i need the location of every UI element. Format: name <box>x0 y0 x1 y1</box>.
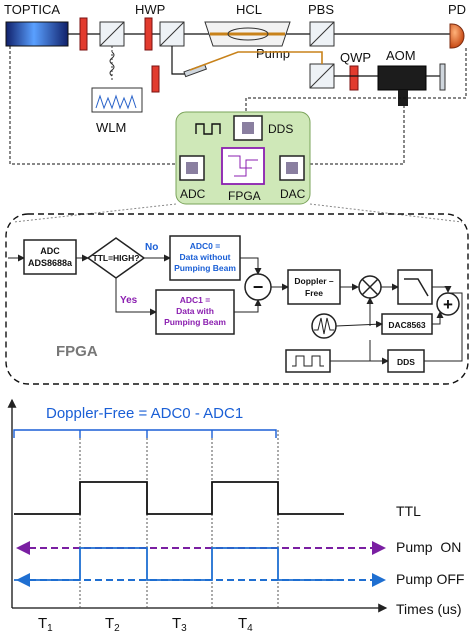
lowpass-filter-icon <box>397 269 433 305</box>
times-label: Times (us) <box>396 601 462 617</box>
adc1-line3: Pumping Beam <box>164 317 226 327</box>
dds-chip-icon <box>233 115 263 141</box>
adc0-line2: Data without <box>180 252 231 262</box>
timing-diagram: Doppler-Free = ADC0 - ADC1 TTL Pump ON P… <box>7 398 464 634</box>
laser-icon <box>5 21 69 47</box>
pbs-icon <box>309 21 335 47</box>
fpga-board: DDS ADC FPGA DAC <box>175 111 311 205</box>
qwp-icon <box>349 65 359 91</box>
waveplate-icon <box>79 17 88 51</box>
adc-block <box>23 239 77 275</box>
beamsplitter-icon <box>159 21 185 47</box>
period-label: T1 <box>38 615 53 634</box>
board-dds-label: DDS <box>268 122 293 136</box>
adc0-line3: Pumping Beam <box>174 263 236 273</box>
adc1-line1: ADC1 = <box>180 295 211 305</box>
adc0-block <box>169 235 241 281</box>
yes-label: Yes <box>120 295 138 306</box>
sum-sign: + <box>443 295 453 314</box>
doppler-line2: Free <box>305 288 323 298</box>
beamsplitter-icon <box>99 21 125 47</box>
oscillator-icon <box>311 313 337 339</box>
square-wave-icon <box>195 123 221 135</box>
board-adc-label: ADC <box>180 187 206 201</box>
aom-label: AOM <box>386 48 416 63</box>
period-label: T2 <box>105 615 120 634</box>
pump-label: Pump <box>256 46 290 61</box>
wlm-icon <box>91 87 143 113</box>
adc-chip-icon <box>179 155 205 181</box>
pump-on-label: Pump ON <box>396 539 461 555</box>
board-dac-label: DAC <box>280 187 306 201</box>
period-label: T4 <box>238 615 253 634</box>
laser-label: TOPTICA <box>4 2 60 17</box>
pd-icon <box>449 23 465 49</box>
dac8563-label: DAC8563 <box>388 320 426 330</box>
hcl-label: HCL <box>236 2 262 17</box>
hwp-icon <box>144 17 153 51</box>
pulse-source-icon <box>285 349 331 373</box>
adc0-line1: ADC0 = <box>190 241 221 251</box>
no-label: No <box>145 242 158 253</box>
adc1-block <box>155 289 235 335</box>
mirror-icon <box>439 63 446 91</box>
ttl-label: TTL <box>396 503 421 519</box>
dac-chip-icon <box>279 155 305 181</box>
qwp-label: QWP <box>340 50 371 65</box>
adc-block-line1: ADC <box>40 246 60 256</box>
adc-block-line2: ADS8688a <box>28 258 73 268</box>
fpga-chip-icon <box>221 147 265 185</box>
optical-setup: TOPTICA HWP PBS <box>4 2 467 165</box>
decision-text: TTL=HIGH? <box>93 253 140 263</box>
hwp2-icon <box>151 65 160 93</box>
pbs2-icon <box>309 63 335 89</box>
doppler-line1: Doppler – <box>294 276 333 286</box>
formula-bracket <box>13 429 277 438</box>
board-fpga-label: FPGA <box>228 189 261 203</box>
subtract-sign: − <box>253 277 264 297</box>
wlm-label: WLM <box>96 120 126 135</box>
ttl-waveform <box>14 481 344 515</box>
pd-label: PD <box>448 2 466 17</box>
pbs-label: PBS <box>308 2 334 17</box>
hwp-label: HWP <box>135 2 165 17</box>
period-label: T3 <box>172 615 187 634</box>
fpga-block-title: FPGA <box>56 343 98 360</box>
doppler-free-block <box>287 269 341 305</box>
aom-icon <box>377 65 427 106</box>
multiplier-icon <box>358 275 382 299</box>
pump-off-label: Pump OFF <box>396 571 464 587</box>
hcl-icon <box>204 21 291 47</box>
pump-state-trace <box>14 547 344 581</box>
dds-block-label: DDS <box>397 357 415 367</box>
formula-text: Doppler-Free = ADC0 - ADC1 <box>46 405 243 422</box>
fpga-block-diagram: ADC ADS8688a TTL=HIGH? No ADC0 = Data wi… <box>5 213 469 385</box>
adc1-line2: Data with <box>176 306 214 316</box>
